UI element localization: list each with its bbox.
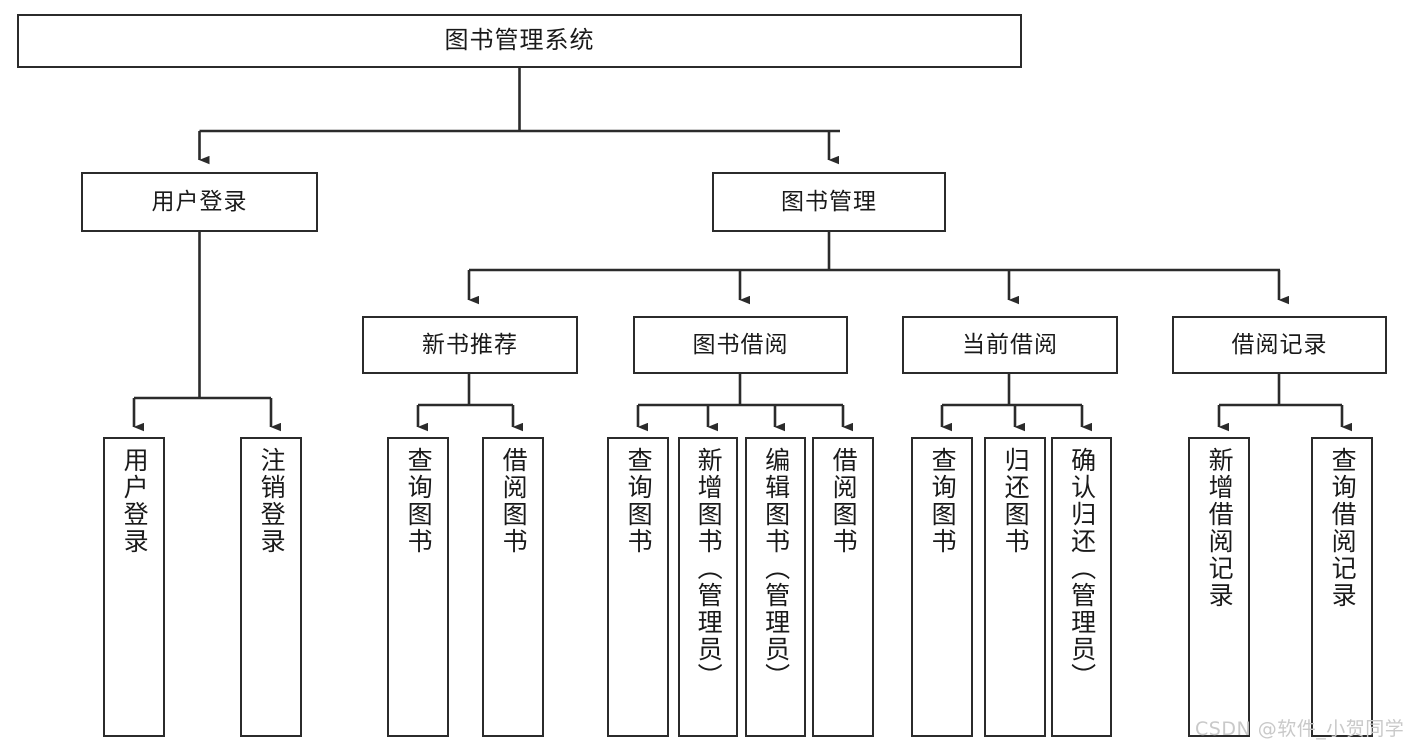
node-leaf-query-record[interactable]: 查询借阅记录 — [1311, 437, 1373, 737]
node-leaf-user-login[interactable]: 用户登录 — [103, 437, 165, 737]
node-leaf-add-book[interactable]: 新增图书（管理员） — [678, 437, 738, 737]
node-leaf-user-login-label: 用户登录 — [120, 447, 150, 555]
node-book-management-label: 图书管理 — [781, 188, 877, 215]
node-leaf-query-book-3[interactable]: 查询图书 — [911, 437, 973, 737]
node-leaf-return-book-label: 归还图书 — [1001, 447, 1031, 555]
node-leaf-borrow-book-2[interactable]: 借阅图书 — [812, 437, 874, 737]
node-leaf-query-book-2[interactable]: 查询图书 — [607, 437, 669, 737]
node-leaf-add-record-label: 新增借阅记录 — [1205, 447, 1235, 609]
node-leaf-query-book-2-label: 查询图书 — [624, 447, 654, 555]
node-leaf-borrow-book-1-label: 借阅图书 — [499, 447, 529, 555]
node-leaf-confirm-return-label: 确认归还（管理员） — [1067, 447, 1097, 690]
node-book-borrow[interactable]: 图书借阅 — [633, 316, 848, 374]
node-borrow-records-label: 借阅记录 — [1231, 331, 1328, 358]
node-leaf-logout[interactable]: 注销登录 — [240, 437, 302, 737]
node-leaf-query-book-3-label: 查询图书 — [928, 447, 958, 555]
node-book-management[interactable]: 图书管理 — [712, 172, 946, 232]
node-leaf-query-record-label: 查询借阅记录 — [1328, 447, 1358, 609]
node-current-borrow-label: 当前借阅 — [962, 331, 1058, 358]
node-leaf-add-record[interactable]: 新增借阅记录 — [1188, 437, 1250, 737]
node-user-login[interactable]: 用户登录 — [81, 172, 318, 232]
node-leaf-edit-book-label: 编辑图书（管理员） — [761, 447, 791, 690]
node-new-book-recommend[interactable]: 新书推荐 — [362, 316, 578, 374]
node-leaf-edit-book[interactable]: 编辑图书（管理员） — [745, 437, 806, 737]
node-leaf-add-book-label: 新增图书（管理员） — [694, 447, 724, 690]
node-root-system[interactable]: 图书管理系统 — [17, 14, 1022, 68]
node-leaf-borrow-book-1[interactable]: 借阅图书 — [482, 437, 544, 737]
node-root-system-label: 图书管理系统 — [444, 26, 595, 55]
node-leaf-confirm-return[interactable]: 确认归还（管理员） — [1051, 437, 1112, 737]
node-leaf-borrow-book-2-label: 借阅图书 — [829, 447, 859, 555]
node-book-borrow-label: 图书借阅 — [692, 331, 789, 358]
node-new-book-recommend-label: 新书推荐 — [422, 331, 518, 358]
node-leaf-return-book[interactable]: 归还图书 — [984, 437, 1046, 737]
csdn-watermark: CSDN @软件_小贺同学 — [1195, 718, 1405, 740]
node-current-borrow[interactable]: 当前借阅 — [902, 316, 1118, 374]
node-user-login-label: 用户登录 — [151, 188, 248, 215]
node-borrow-records[interactable]: 借阅记录 — [1172, 316, 1387, 374]
node-leaf-logout-label: 注销登录 — [257, 447, 287, 555]
node-leaf-query-book-1-label: 查询图书 — [404, 447, 434, 555]
node-leaf-query-book-1[interactable]: 查询图书 — [387, 437, 449, 737]
